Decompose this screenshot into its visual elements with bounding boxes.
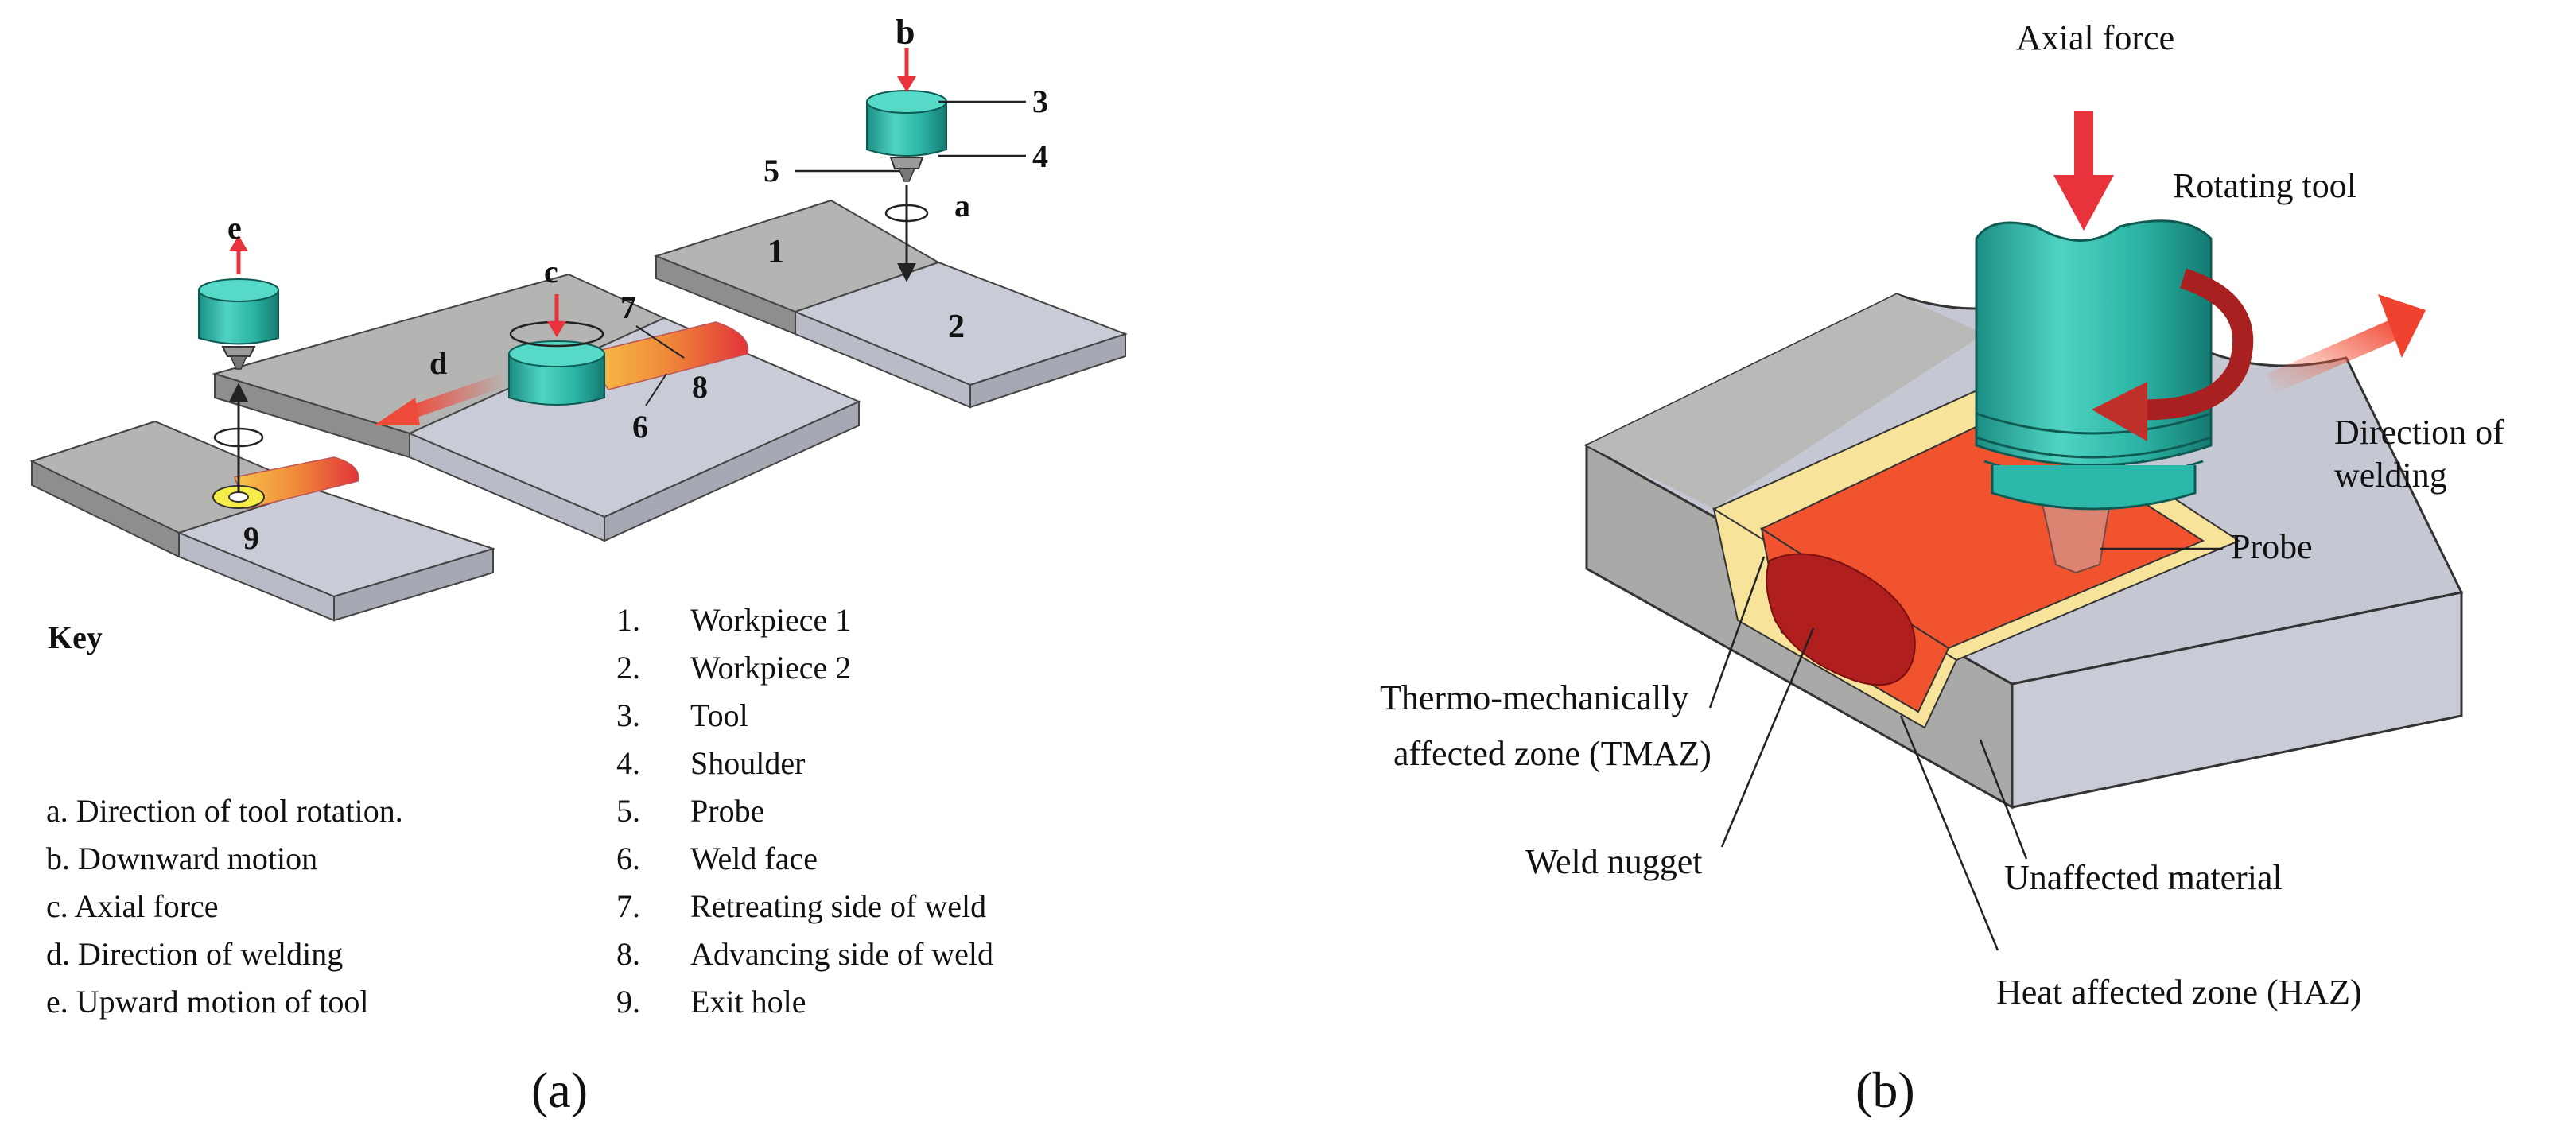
label-c: c (544, 254, 558, 289)
panel-b-illustration: Axial force Rotating tool Direction of w… (1380, 18, 2504, 1118)
key-text-9: Exit hole (690, 984, 806, 1020)
rotating-tool-body (1975, 219, 2213, 467)
key-num-6: 6. (616, 841, 640, 876)
plates-middle (212, 273, 861, 542)
leader-tmaz (1708, 556, 1766, 709)
welding-direction-arrow (410, 374, 506, 418)
label-e: e (227, 210, 242, 246)
block-top-left-region (1587, 294, 1984, 509)
tool-shoulder-ring-1 (1976, 412, 2212, 435)
key-letter-c: c. Axial force (46, 888, 219, 924)
key-text-7: Retreating side of weld (690, 888, 986, 924)
middle-plate-front-edge (604, 400, 860, 542)
leader-nugget (1720, 627, 1815, 848)
key-num-2: 2. (616, 650, 640, 686)
tool-end (198, 235, 279, 493)
workpiece-2-side (795, 310, 971, 409)
key-text-2: Workpiece 2 (690, 650, 851, 686)
key-letters: a. Direction of tool rotation. b. Downwa… (46, 793, 403, 1020)
welding-direction-arrow-head (374, 398, 420, 425)
key-num-1: 1. (616, 602, 640, 638)
key-title: Key (48, 620, 103, 655)
label-b: b (896, 13, 915, 52)
rotation-arrow (2131, 268, 2254, 421)
tool-shoulder-ring-2 (1976, 436, 2212, 459)
tool-start (795, 48, 1026, 282)
weld-bead-middle (583, 321, 749, 390)
key-text-3: Tool (690, 697, 748, 733)
label-axial-force: Axial force (2016, 18, 2174, 57)
label-direction-2: welding (2334, 456, 2447, 495)
weld-bead-end (233, 456, 359, 510)
label-5: 5 (763, 153, 779, 188)
label-6: 6 (632, 409, 648, 445)
key-num-9: 9. (616, 984, 640, 1020)
tool-middle (374, 294, 685, 425)
tool-start-probe (897, 168, 916, 182)
welding-direction-arrow-b (2267, 318, 2402, 394)
exit-hole (228, 491, 249, 503)
axial-force-arrow-head (547, 321, 566, 337)
tool-bottom-rim (1991, 465, 2197, 511)
label-4: 4 (1032, 138, 1048, 174)
end-plate-front-edge (333, 547, 494, 622)
label-direction-1: Direction of (2334, 413, 2504, 452)
label-weld-nugget: Weld nugget (1525, 842, 1703, 881)
tool-middle-top (508, 340, 605, 367)
label-8: 8 (692, 369, 708, 405)
upward-arrow-head (229, 235, 248, 251)
label-tmaz-1: Thermo-mechanically (1380, 678, 1688, 717)
key-num-8: 8. (616, 936, 640, 972)
legend-key: Key a. Direction of tool rotation. b. Do… (46, 602, 993, 1020)
plates-end (29, 420, 496, 622)
caption-a: (a) (531, 1062, 588, 1118)
plates-start (654, 199, 1128, 409)
label-haz: Heat affected zone (HAZ) (1996, 973, 2362, 1012)
tool-end-top (198, 278, 279, 302)
leader-7 (635, 325, 685, 359)
key-num-5: 5. (616, 793, 640, 829)
key-letter-b: b. Downward motion (46, 841, 317, 876)
label-9: 9 (243, 520, 259, 556)
tool-start-top (866, 90, 947, 114)
block-front-face (2011, 591, 2463, 809)
key-num-4: 4. (616, 745, 640, 781)
key-text-4: Shoulder (690, 745, 805, 781)
welding-direction-arrow-b-head (2378, 294, 2426, 358)
label-tmaz-2: affected zone (TMAZ) (1393, 734, 1712, 773)
label-7: 7 (620, 289, 636, 325)
leader-haz (1899, 715, 1999, 951)
rotating-tool (1975, 219, 2254, 511)
label-probe: Probe (2231, 527, 2313, 566)
key-text-5: Probe (690, 793, 764, 829)
key-num-7: 7. (616, 888, 640, 924)
caption-b: (b) (1855, 1062, 1915, 1118)
key-letter-e: e. Upward motion of tool (46, 984, 369, 1020)
label-unaffected: Unaffected material (2004, 858, 2283, 897)
key-letter-d: d. Direction of welding (46, 936, 343, 972)
downward-arrow-head (897, 76, 916, 92)
label-2: 2 (948, 309, 965, 345)
key-text-8: Advancing side of weld (690, 936, 993, 972)
key-text-6: Weld face (690, 841, 818, 876)
label-1: 1 (767, 234, 784, 270)
leader-6 (645, 373, 667, 406)
tool-end-probe (229, 355, 248, 370)
key-num-3: 3. (616, 697, 640, 733)
panel-a-illustration: b 3 4 5 a 1 2 c 7 8 6 d e 9 Key a. Direc… (29, 13, 1128, 1118)
rotation-arrow-head (2092, 382, 2147, 441)
key-text-1: Workpiece 1 (690, 602, 851, 638)
label-3: 3 (1032, 84, 1048, 119)
tool-end-shoulder (221, 346, 256, 357)
label-rotating-tool: Rotating tool (2173, 166, 2356, 205)
key-letter-a: a. Direction of tool rotation. (46, 793, 403, 829)
key-numbers: 1. Workpiece 1 2. Workpiece 2 3. Tool 4.… (616, 602, 993, 1020)
label-d: d (429, 345, 447, 381)
label-a: a (954, 188, 970, 223)
tool-start-shoulder (889, 157, 924, 169)
leader-unaffected (1979, 739, 2028, 860)
axial-force-arrow-b-head (2053, 175, 2114, 231)
